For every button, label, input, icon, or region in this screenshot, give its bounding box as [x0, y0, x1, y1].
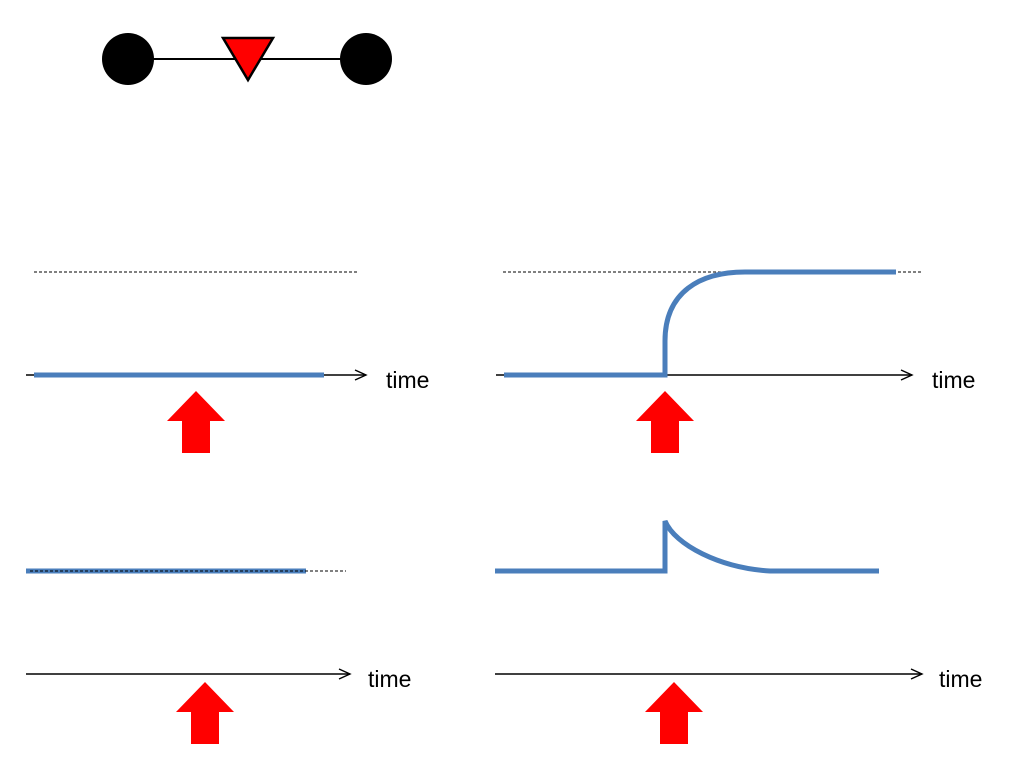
panel-top-right: time: [496, 269, 975, 453]
network-node-right: [340, 33, 392, 85]
time-axis-label: time: [368, 666, 411, 692]
time-axis-label: time: [386, 367, 429, 393]
inhibition-marker-triangle-icon: [220, 36, 276, 83]
stimulus-arrow-up-icon: [176, 682, 234, 744]
stimulus-arrow-up-icon: [167, 391, 225, 453]
signal-trace-step-rise: [504, 269, 896, 378]
network-motif: [102, 33, 392, 85]
panel-top-left: time: [26, 271, 429, 453]
network-node-left: [102, 33, 154, 85]
time-axis-label: time: [939, 666, 982, 692]
panel-bottom-left: time: [26, 568, 411, 744]
stimulus-arrow-up-icon: [645, 682, 703, 744]
signal-trace-spike-decay: [495, 519, 879, 574]
time-axis-label: time: [932, 367, 975, 393]
panel-bottom-right: time: [495, 519, 982, 744]
stimulus-arrow-up-icon: [636, 391, 694, 453]
